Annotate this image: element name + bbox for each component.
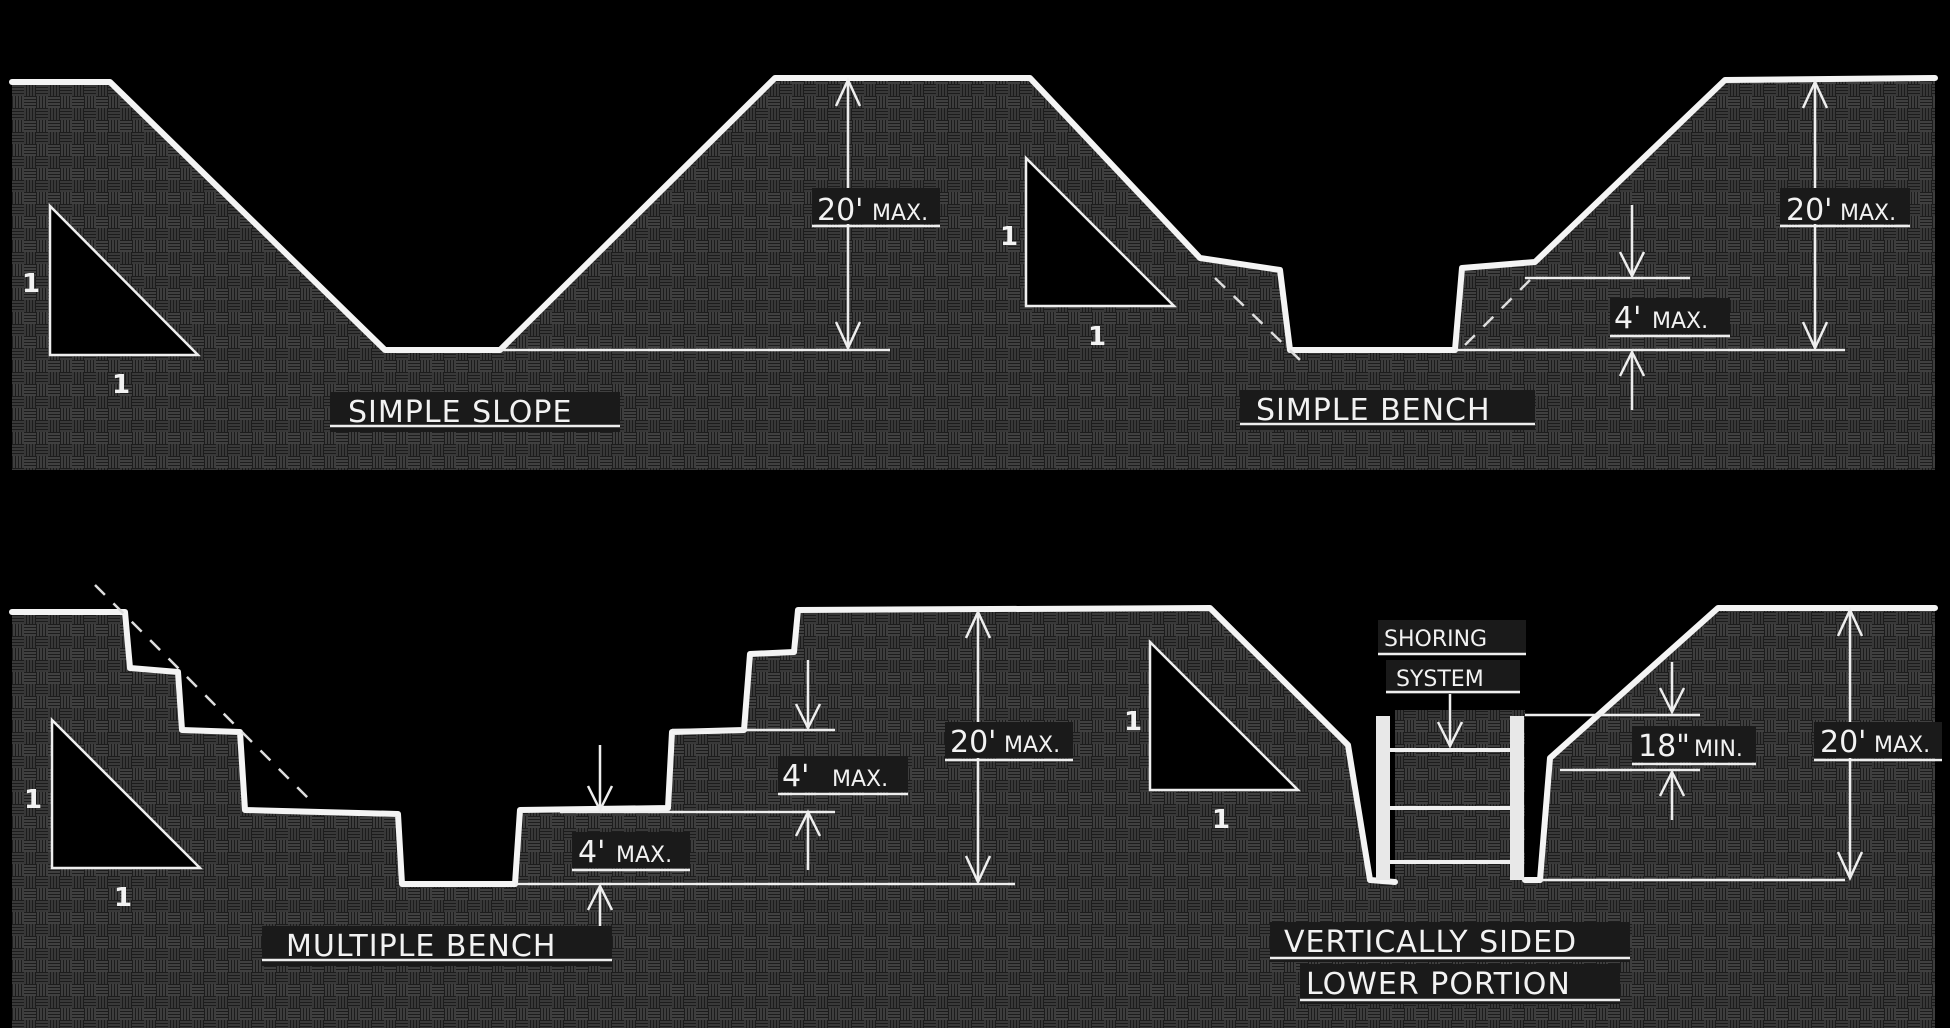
bench-ratio-triangle: 1 1 xyxy=(1000,154,1178,352)
multi-step-unit: MAX. xyxy=(832,767,888,792)
multiple-bench-title: MULTIPLE BENCH xyxy=(262,926,612,966)
vertically-sided-title-line1: VERTICALLY SIDED xyxy=(1284,925,1577,960)
svg-text:MULTIPLE BENCH: MULTIPLE BENCH xyxy=(286,929,556,964)
slope-ratio-horizontal: 1 xyxy=(112,370,130,400)
bench-ratio-vertical: 1 xyxy=(1000,222,1018,252)
multi-bottom-dimension: 4' MAX. xyxy=(572,745,690,940)
clearance-dimension: 18" MIN. xyxy=(1632,662,1756,820)
shoring-system: SHORING SYSTEM xyxy=(1376,620,1526,880)
vertical-height-value: 20' xyxy=(1820,725,1866,760)
multi-ratio-triangle: 1 1 xyxy=(24,716,204,913)
bottom-ground-profile xyxy=(9,605,1398,887)
slope-height-value: 20' xyxy=(817,193,863,228)
bench-step-unit: MAX. xyxy=(1652,309,1708,334)
multi-ratio-horizontal: 1 xyxy=(114,883,132,913)
vertical-ratio-horizontal: 1 xyxy=(1212,805,1230,835)
multi-height-unit: MAX. xyxy=(1004,733,1060,758)
bench-step-dimension: 4' MAX. xyxy=(1610,205,1730,410)
shoring-label-line1: SHORING xyxy=(1384,627,1487,652)
multi-bottom-value: 4' xyxy=(578,835,605,870)
slope-ratio-triangle: 1 1 xyxy=(22,202,202,400)
bottom-panel: 1 1 4' MAX. 4' MAX. xyxy=(9,584,1942,1028)
vertical-height-unit: MAX. xyxy=(1874,733,1930,758)
bench-height-dimension: 20' MAX. xyxy=(1780,79,1910,351)
slope-height-unit: MAX. xyxy=(872,201,928,226)
clearance-unit: MIN. xyxy=(1694,737,1743,762)
vertical-height-dimension: 20' MAX. xyxy=(1814,607,1942,881)
svg-text:SIMPLE BENCH: SIMPLE BENCH xyxy=(1256,393,1491,428)
slope-ratio-vertical: 1 xyxy=(22,269,40,299)
top-soil-mass xyxy=(12,78,1935,470)
vertically-sided-title: VERTICALLY SIDED LOWER PORTION xyxy=(1270,922,1630,1004)
slope-height-dimension: 20' MAX. xyxy=(812,77,940,351)
multi-step-value: 4' xyxy=(782,759,809,794)
bench-ratio-horizontal: 1 xyxy=(1088,322,1106,352)
bench-dash-left xyxy=(1214,277,1301,361)
multi-ratio-vertical: 1 xyxy=(24,785,42,815)
bench-step-value: 4' xyxy=(1614,301,1641,336)
top-ground-profile xyxy=(9,75,1938,353)
simple-slope-title: SIMPLE SLOPE xyxy=(330,392,620,432)
top-panel: 1 1 20' MAX. SIMPLE SLOPE 1 1 xyxy=(9,75,1938,470)
bench-height-unit: MAX. xyxy=(1840,201,1896,226)
vertical-ratio-triangle: 1 1 xyxy=(1124,638,1302,835)
multi-step-dimension: 4' MAX. xyxy=(778,660,908,870)
vertically-sided-title-line2: LOWER PORTION xyxy=(1306,967,1571,1002)
multi-height-dimension: 20' MAX. xyxy=(945,609,1073,885)
multi-height-value: 20' xyxy=(950,725,996,760)
shoring-label-line2: SYSTEM xyxy=(1396,667,1484,692)
vertical-ratio-vertical: 1 xyxy=(1124,707,1142,737)
bottom-right-profile xyxy=(1522,605,1938,883)
bench-height-value: 20' xyxy=(1786,193,1832,228)
svg-text:SIMPLE SLOPE: SIMPLE SLOPE xyxy=(348,395,572,430)
clearance-value: 18" xyxy=(1638,729,1690,764)
multi-bottom-unit: MAX. xyxy=(616,843,672,868)
simple-bench-title: SIMPLE BENCH xyxy=(1240,390,1535,430)
